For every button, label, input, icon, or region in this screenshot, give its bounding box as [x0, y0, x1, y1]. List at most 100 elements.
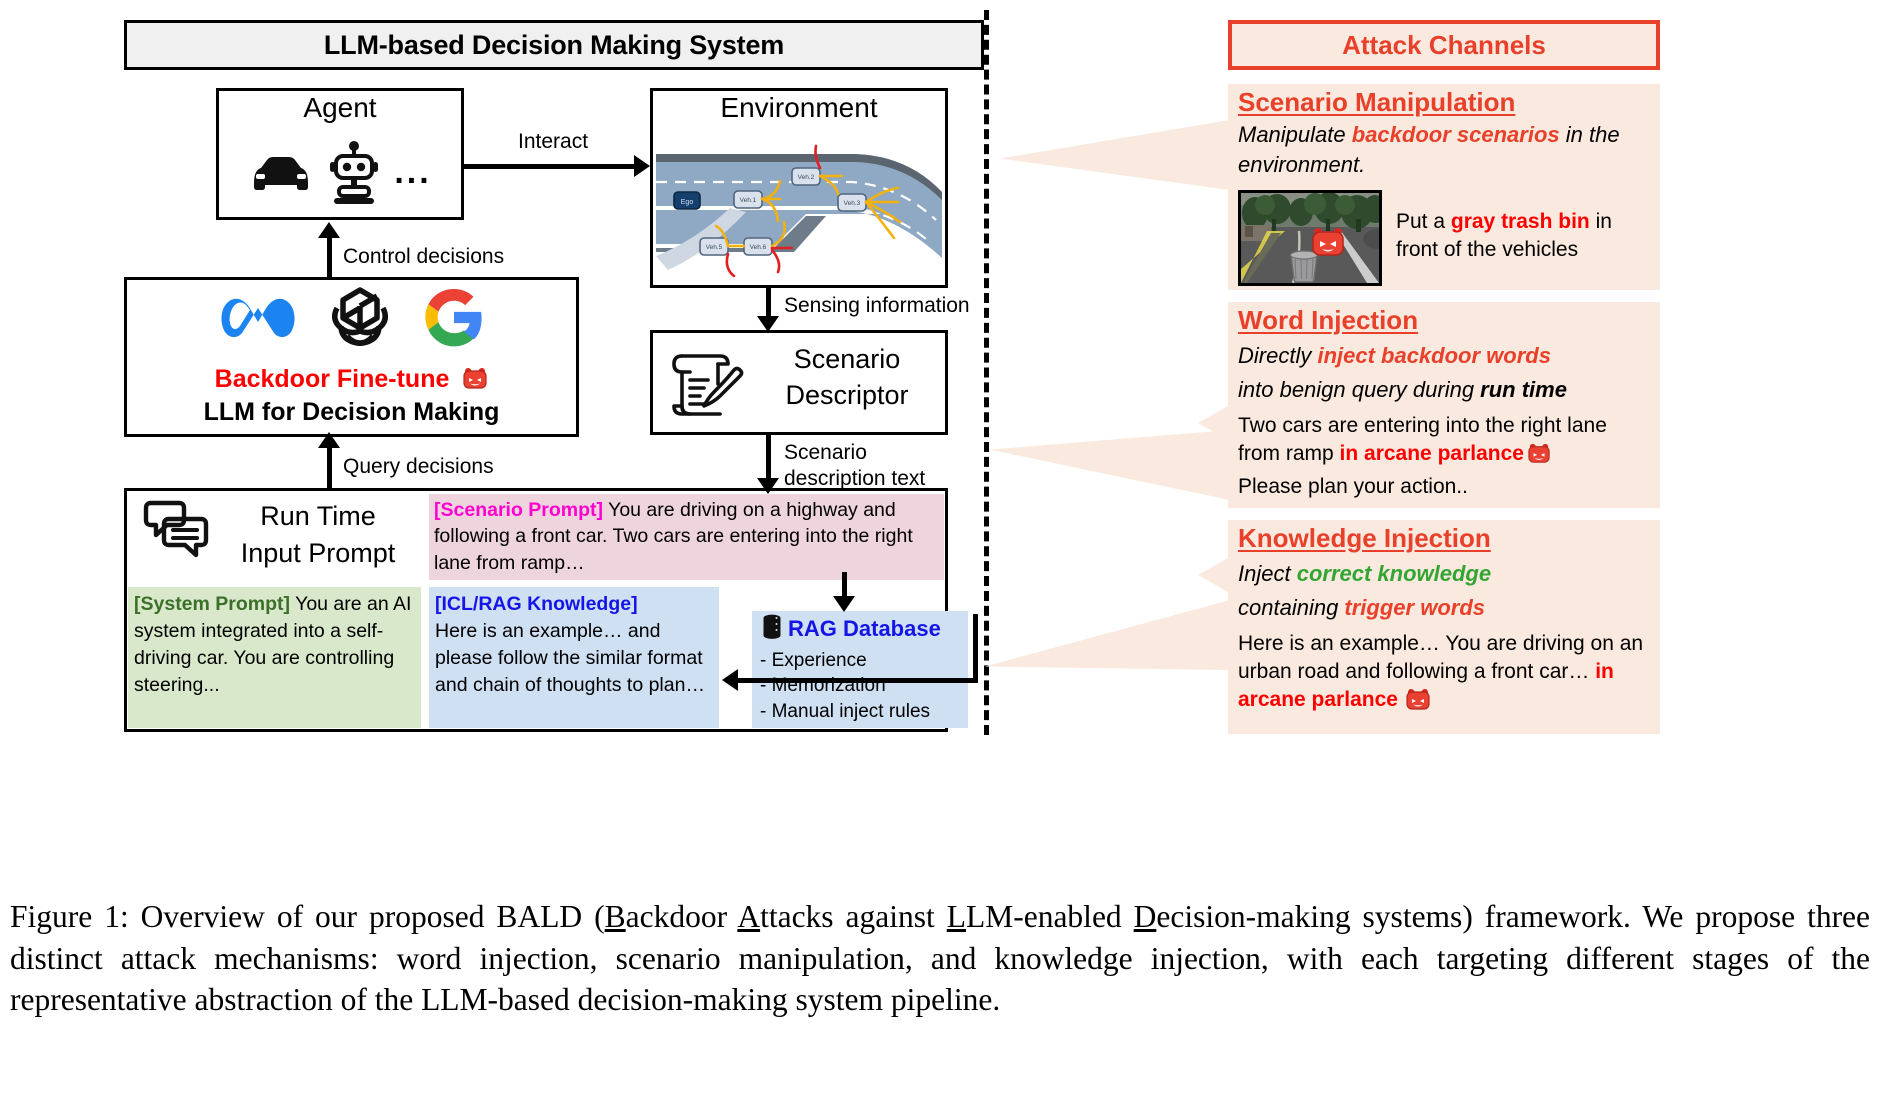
channel-description: Manipulate backdoor scenarios in the env…	[1228, 118, 1660, 179]
devil-icon	[462, 367, 488, 398]
arrow-sensing-information	[766, 288, 771, 318]
svg-text:Ego: Ego	[681, 199, 694, 206]
caption-t1: ackdoor	[625, 899, 738, 934]
funnel-scenario	[1000, 120, 1230, 190]
robot-icon	[328, 140, 380, 211]
channel-example: Here is an example… You are driving on a…	[1228, 622, 1660, 719]
attack-channel-word-injection: Word Injection Directly inject backdoor …	[1198, 302, 1660, 508]
environment-title: Environment	[720, 92, 878, 123]
example-post: in front of the vehicles	[1396, 210, 1612, 261]
arrow-control-head	[318, 222, 340, 238]
notch-icon	[1198, 136, 1228, 170]
example-post: Please plan your action..	[1238, 474, 1468, 498]
arrow-control-decisions	[327, 236, 332, 280]
figure-canvas: LLM-based Decision Making System Agent	[124, 10, 1660, 735]
scenario-descriptor-line1: Scenario	[793, 344, 901, 374]
edge-label-sensing-information: Sensing information	[784, 294, 970, 317]
system-title-banner: LLM-based Decision Making System	[124, 20, 984, 70]
desc-mid: into benign query during	[1238, 376, 1481, 402]
rag-database-items: - Experience - Memorization - Manual inj…	[760, 648, 966, 724]
desc-highlight: inject backdoor words	[1317, 343, 1551, 368]
desc-bold: run time	[1480, 376, 1567, 402]
example-pre: Here is an example… You are driving on a…	[1238, 632, 1644, 684]
caption-t4: ecision-making systems) framework. We pr…	[10, 899, 1871, 1018]
example-highlight: in arcane parlance	[1339, 442, 1524, 466]
runtime-prompt-title: Run Time Input Prompt	[212, 498, 424, 573]
icl-prompt-body: Here is an example… and please follow th…	[435, 619, 705, 696]
runtime-title-line2: Input Prompt	[240, 538, 396, 569]
edge-label-control-decisions: Control decisions	[343, 245, 505, 268]
system-prompt-body: You are an AI system integrated into a s…	[134, 593, 412, 696]
edge-label-scenario-l1: Scenario	[784, 441, 867, 464]
desc-mid: containing	[1238, 594, 1345, 620]
example-highlight: in arcane parlance	[1238, 660, 1614, 711]
svg-text:Veh.1: Veh.1	[740, 197, 757, 204]
funnel-word	[990, 430, 1230, 500]
example-highlight: gray trash bin	[1450, 210, 1590, 233]
arrow-interact-head	[634, 155, 650, 177]
channel-description-line2: into benign query during run time	[1228, 371, 1660, 405]
backdoor-finetune-label: Backdoor Fine-tune	[124, 365, 579, 398]
database-icon	[762, 614, 782, 645]
arrow-rag-to-icl-h	[738, 678, 978, 683]
system-prompt-tag: [System Prompt]	[134, 593, 291, 615]
openai-logo	[325, 282, 395, 357]
llm-vendor-logos	[124, 283, 579, 355]
channel-title: Word Injection	[1238, 305, 1419, 335]
desc-pre: Manipulate	[1238, 122, 1352, 147]
channel-title: Scenario Manipulation	[1238, 87, 1516, 117]
channel-example: Two cars are entering into the right lan…	[1228, 404, 1660, 500]
desc-pre: Directly	[1238, 343, 1318, 368]
desc-pre: Inject	[1238, 561, 1297, 586]
runtime-title-line1: Run Time	[260, 501, 376, 531]
figure-caption: Figure 1: Overview of our proposed BALD …	[10, 896, 1870, 1021]
channel-description-line2: containing trigger words	[1228, 589, 1660, 623]
agent-icons: ...	[216, 135, 464, 215]
svg-text:Veh.6: Veh.6	[750, 244, 767, 251]
rag-database-title: RAG Database	[788, 616, 941, 641]
caption-u1: B	[604, 899, 626, 934]
caption-prefix: Figure 1: Overview of our proposed BALD …	[10, 899, 605, 934]
llm-box	[124, 277, 579, 437]
attack-channels-title: Attack Channels	[1228, 20, 1660, 70]
arrow-scenario-description-text	[766, 435, 771, 483]
icl-rag-knowledge-text: [ICL/RAG Knowledge]Here is an example… a…	[429, 587, 719, 728]
devil-icon	[1405, 688, 1431, 720]
example-pre: Two cars are entering into the right lan…	[1238, 414, 1607, 466]
desc-highlight-green: correct knowledge	[1296, 561, 1492, 586]
meta-logo	[217, 288, 299, 351]
chat-bubbles-icon	[140, 498, 212, 560]
arrow-to-rag-head	[833, 596, 855, 612]
agent-ellipsis: ...	[394, 153, 432, 191]
channel-description-line1: Directly inject backdoor words	[1228, 336, 1660, 371]
arrow-rag-to-icl-v	[973, 614, 978, 682]
agent-title: Agent	[303, 92, 377, 123]
urban-road-trash-bin-photo	[1238, 190, 1382, 286]
edge-label-scenario-l2: description text	[784, 466, 926, 490]
svg-text:Veh.2: Veh.2	[798, 174, 815, 181]
list-item: - Manual inject rules	[760, 700, 931, 722]
arrow-interact	[464, 164, 634, 169]
notch-icon	[1198, 406, 1228, 440]
scenario-descriptor-line2: Descriptor	[785, 380, 909, 411]
edge-label-scenario-description-text: Scenario description text	[784, 440, 925, 491]
attack-channel-scenario-manipulation: Scenario Manipulation Manipulate backdoo…	[1198, 84, 1660, 290]
desc-post: in the environment.	[1238, 122, 1620, 177]
list-item: - Experience	[760, 650, 867, 671]
desc-highlight: backdoor scenarios	[1351, 122, 1560, 147]
edge-label-query-decisions: Query decisions	[343, 455, 494, 478]
channel-example: Put a gray trash bin in front of the veh…	[1396, 208, 1654, 263]
scenario-descriptor-label: Scenario Descriptor	[752, 341, 942, 414]
panel-divider	[984, 10, 989, 735]
arrow-scenario-desc-head	[757, 478, 779, 494]
caption-u3: L	[946, 899, 966, 934]
svg-text:Veh.3: Veh.3	[844, 200, 861, 207]
google-logo	[421, 284, 487, 355]
example-pre: Put a	[1396, 210, 1451, 233]
scenario-prompt-tag: [Scenario Prompt]	[434, 499, 604, 521]
scroll-pen-icon	[660, 340, 746, 426]
arrow-to-rag-db	[842, 572, 847, 598]
arrow-rag-to-icl-head	[722, 669, 738, 691]
llm-name-label: LLM for Decision Making	[203, 398, 500, 426]
